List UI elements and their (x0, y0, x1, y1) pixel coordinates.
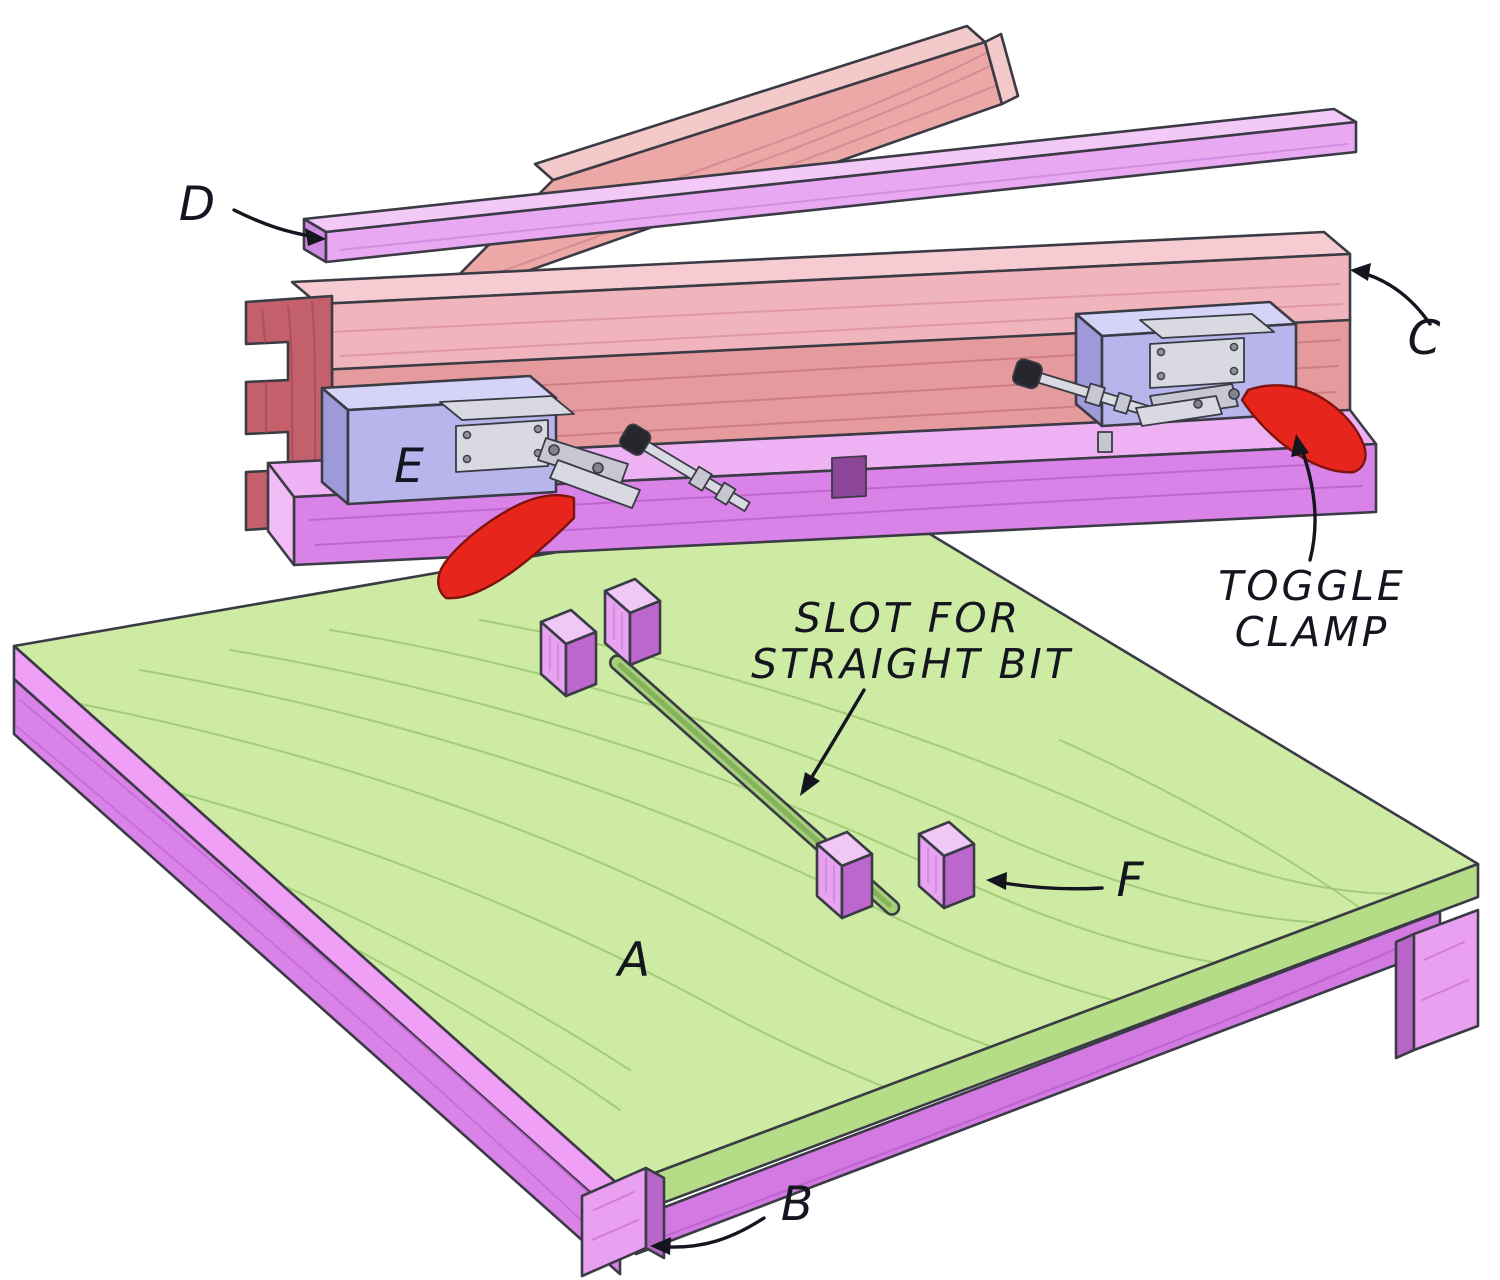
spindle-nut (688, 465, 713, 492)
label-b: B (781, 1177, 813, 1232)
left-skirt-rail (12, 677, 622, 1276)
rubber-tip (619, 423, 652, 456)
annotations: D C E A B F TOGGLE CLAMP SLOT FOR STRAIG… (179, 177, 1441, 1255)
index-block-f-bottom-right (917, 820, 976, 910)
clamp-lever (549, 459, 641, 509)
clamp-bracket-plate (1149, 337, 1245, 389)
bracket-screw (1097, 431, 1113, 453)
arrow-b (666, 1216, 766, 1249)
spindle-nut (1112, 391, 1133, 415)
plate-left-end (266, 461, 296, 567)
arrowhead-f (986, 872, 1007, 890)
arrow-c (1364, 272, 1432, 326)
annotation-slot-line2: STRAIGHT BIT (751, 640, 1073, 688)
wood-grain-lines (659, 933, 1431, 1239)
arrowhead-toggle-clamp (1291, 434, 1309, 457)
arrowhead-slot (800, 772, 820, 796)
arrow-f (1002, 881, 1104, 891)
foot-block-b (580, 1166, 666, 1278)
clamp-base-plate (1139, 313, 1275, 339)
label-e: E (394, 439, 424, 494)
index-block-f-top-right (603, 577, 662, 667)
clamp-handle-red (437, 494, 576, 600)
index-block-f-bottom-left (815, 830, 874, 920)
annotation-slot-line1: SLOT FOR (795, 594, 1021, 642)
annotation-toggle-clamp-line2: CLAMP (1235, 608, 1390, 656)
annotation-toggle-clamp-line1: TOGGLE (1218, 562, 1406, 610)
clamp-bracket-plate (455, 419, 549, 473)
arrow-slot (808, 688, 866, 782)
arrowhead-d (305, 228, 326, 246)
arrow-d (232, 208, 312, 238)
base-board (12, 496, 1480, 1278)
plate-bit-notch (831, 455, 867, 499)
spindle-nut (714, 481, 737, 506)
toggle-clamp-left (437, 423, 751, 600)
workpiece-end-face (983, 32, 1020, 106)
clamp-handle-red (1240, 384, 1367, 474)
label-f: F (1116, 853, 1144, 908)
label-c: C (1408, 311, 1441, 366)
label-a: A (615, 933, 650, 988)
workpiece-top-edge (533, 24, 987, 182)
wood-grain-lines (339, 143, 1349, 251)
wood-grain-lines (15, 699, 611, 1239)
label-d: D (179, 177, 215, 232)
rubber-tip (1012, 358, 1043, 390)
foot-block-right (1394, 908, 1480, 1060)
rail-d-front (324, 120, 1358, 264)
arrow-toggle-clamp (1300, 448, 1317, 562)
runner-rail-d (302, 107, 1358, 264)
toggle-clamp-right (1012, 358, 1367, 474)
clamp-base-plate (439, 395, 575, 421)
index-block-f-top-left (539, 608, 598, 698)
spindle-nut (1084, 382, 1106, 407)
arrowhead-c (1350, 263, 1371, 281)
stop-block-e-left (320, 374, 575, 506)
arrowhead-b (650, 1237, 671, 1255)
